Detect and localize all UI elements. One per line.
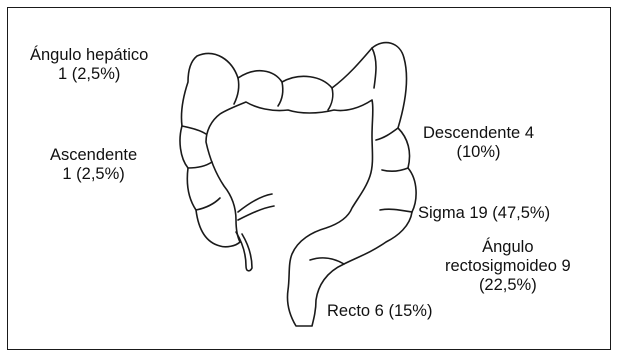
haustra-fold-descending-1 bbox=[376, 128, 398, 140]
label-descending-colon: Descendente 4 (10%) bbox=[423, 124, 534, 162]
label-rectosigmoid-line1: Ángulo bbox=[445, 238, 571, 257]
label-ascending-colon-line2: 1 (2,5%) bbox=[50, 165, 137, 184]
label-hepatic-flexure-line2: 1 (2,5%) bbox=[30, 65, 148, 84]
label-rectosigmoid-junction: Ángulo rectosigmoideo 9 (22,5%) bbox=[445, 238, 571, 295]
rectosigmoid-inner-fold bbox=[310, 258, 344, 264]
label-descending-colon-line1: Descendente 4 bbox=[423, 124, 534, 143]
label-hepatic-flexure: Ángulo hepático 1 (2,5%) bbox=[30, 46, 148, 84]
haustra-fold-descending-2 bbox=[382, 168, 408, 171]
label-rectosigmoid-line2: rectosigmoideo 9 bbox=[445, 257, 571, 276]
haustra-fold-ascending-2 bbox=[188, 162, 212, 168]
haustra-fold-sigmoid bbox=[380, 209, 412, 212]
haustra-fold-ascending-1 bbox=[182, 126, 206, 134]
label-ascending-colon-line1: Ascendente bbox=[50, 146, 137, 165]
label-sigmoid-colon-text: Sigma 19 (47,5%) bbox=[418, 204, 550, 223]
label-ascending-colon: Ascendente 1 (2,5%) bbox=[50, 146, 137, 184]
label-rectum-text: Recto 6 (15%) bbox=[327, 302, 432, 321]
colon-outer-outline bbox=[180, 43, 416, 326]
haustra-fold-hepatic bbox=[234, 78, 239, 104]
label-rectum: Recto 6 (15%) bbox=[327, 302, 432, 321]
haustra-fold-ascending-3 bbox=[196, 198, 220, 210]
label-rectosigmoid-line3: (22,5%) bbox=[445, 276, 571, 295]
haustra-fold-splenic bbox=[372, 48, 376, 88]
label-hepatic-flexure-line1: Ángulo hepático bbox=[30, 46, 148, 65]
haustra-fold-transverse-1 bbox=[278, 82, 283, 106]
label-sigmoid-colon: Sigma 19 (47,5%) bbox=[418, 204, 550, 223]
haustra-fold-transverse-2 bbox=[328, 88, 333, 110]
appendix bbox=[236, 232, 252, 271]
terminal-ileum bbox=[238, 194, 274, 220]
label-descending-colon-line2: (10%) bbox=[423, 143, 534, 162]
